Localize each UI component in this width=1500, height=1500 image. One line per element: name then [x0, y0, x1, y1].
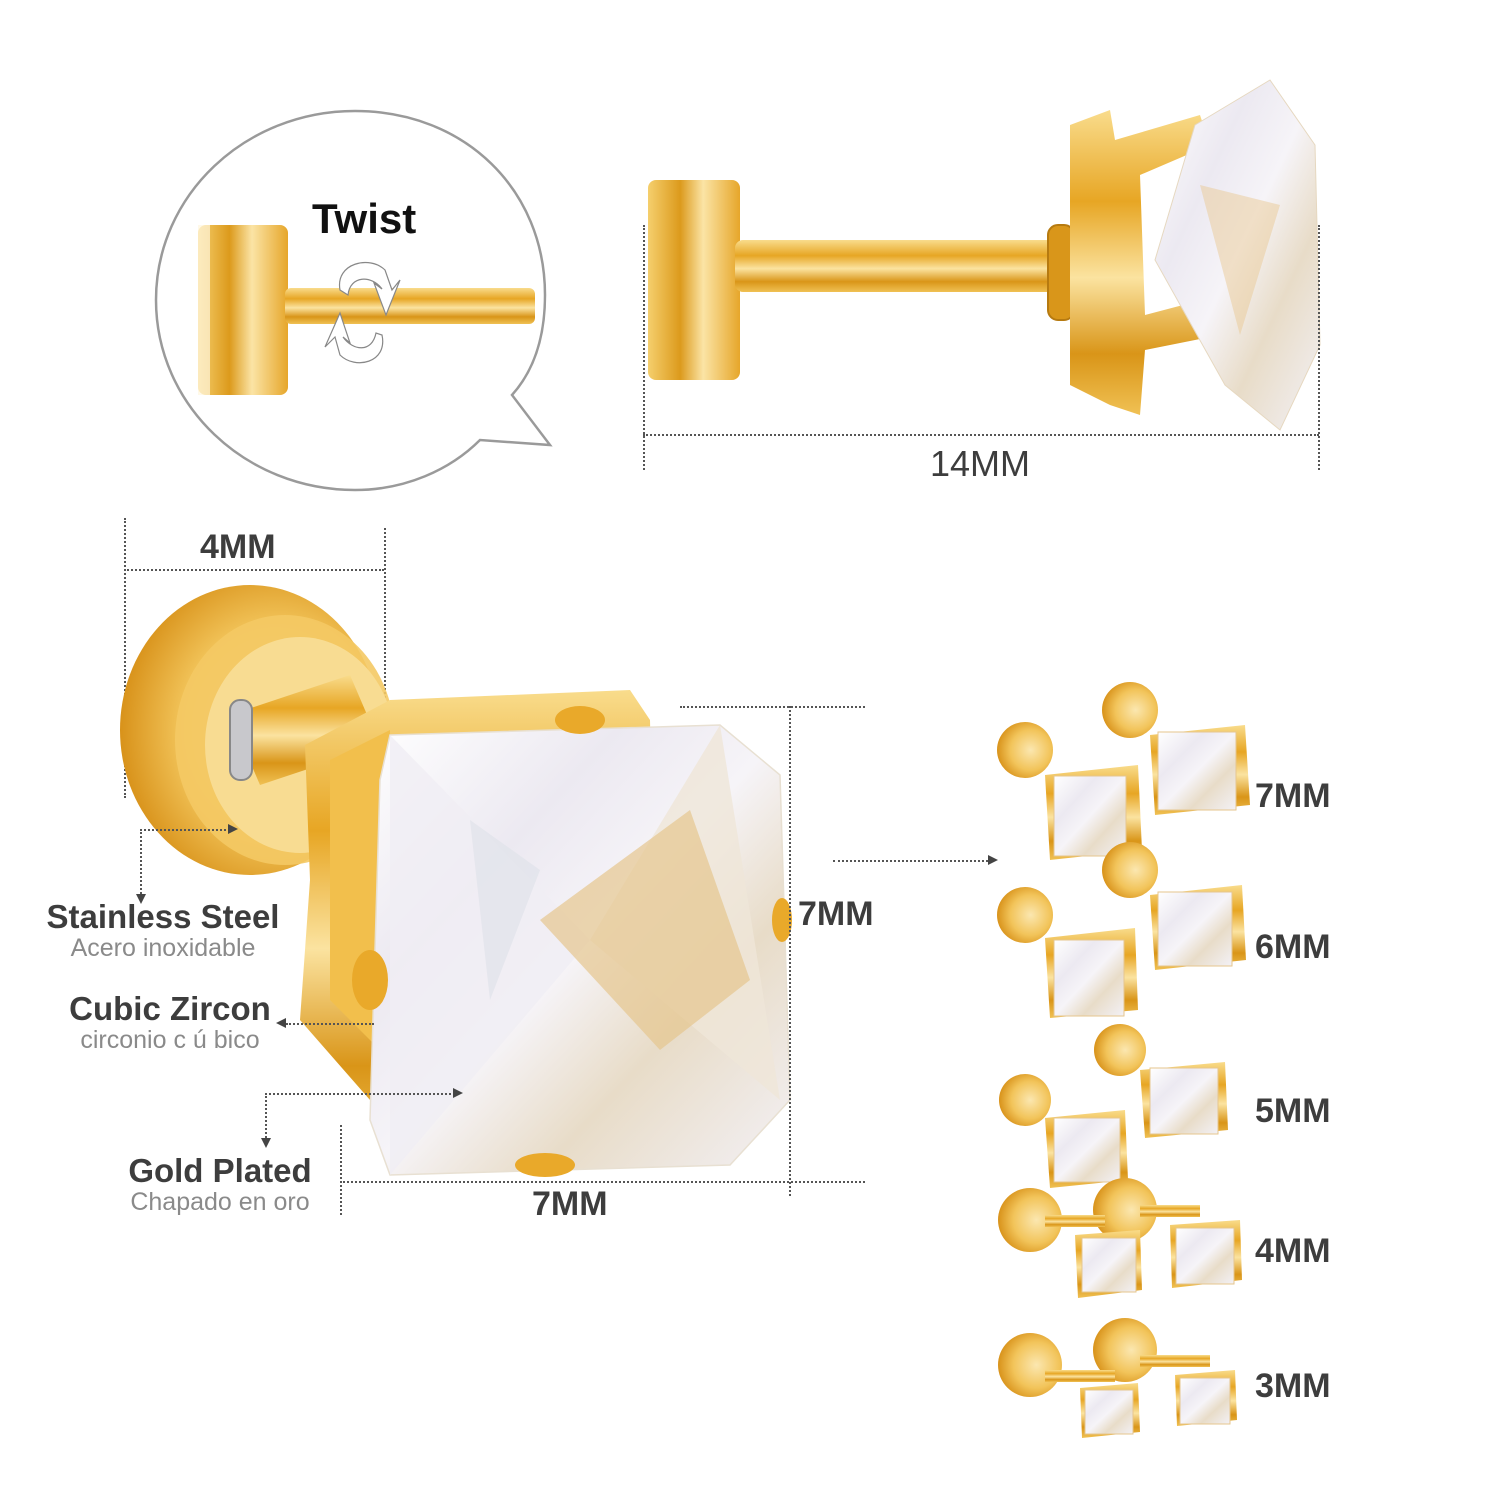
stainless-leader-v: [140, 829, 142, 894]
gold-leader-h: [265, 1093, 455, 1095]
length-label: 14MM: [930, 443, 1031, 484]
callout-cubic-zircon: Cubic Zircon circonio c ú bico: [50, 990, 290, 1055]
size-chart-pointer: [833, 860, 988, 862]
size-label-6mm: 6MM: [1255, 928, 1331, 966]
leader-arrow-icon: [276, 1018, 286, 1028]
stone-width-label: 7MM: [532, 1185, 608, 1223]
size-chart: [990, 682, 1350, 1450]
size-label-7mm: 7MM: [1255, 777, 1331, 815]
earring-back-icon: [198, 225, 535, 395]
stone-width-left-line: [340, 1125, 342, 1215]
size-label-4mm: 4MM: [1255, 1232, 1331, 1270]
callout-title: Cubic Zircon: [69, 990, 271, 1027]
dimension-line-14mm: [643, 434, 1319, 436]
stone-top-line: [680, 706, 865, 708]
leader-arrow-icon: [988, 855, 998, 865]
back-width-label: 4MM: [200, 528, 276, 566]
stone-height-label: 7MM: [798, 895, 874, 933]
earring-side-view-icon: [648, 79, 1321, 431]
callout-subtitle: Acero inoxidable: [70, 934, 256, 962]
leader-arrow-icon: [228, 824, 238, 834]
back-width-line: [124, 569, 384, 571]
earring-detail-icon: [120, 585, 792, 1177]
twist-bubble: Twist: [150, 105, 570, 500]
stone-height-line: [789, 706, 791, 1196]
leader-arrow-icon: [136, 894, 146, 904]
callout-title: Stainless Steel: [46, 898, 280, 935]
dimension-line-right: [1318, 225, 1320, 470]
detail-earring: [70, 580, 830, 1200]
size-label-3mm: 3MM: [1255, 1367, 1331, 1405]
zircon-leader: [286, 1023, 374, 1025]
callout-subtitle: Chapado en oro: [130, 1188, 310, 1216]
stainless-leader-h: [140, 829, 230, 831]
dimension-line-left: [643, 225, 645, 470]
stone-bottom-line: [340, 1181, 865, 1183]
size-label-5mm: 5MM: [1255, 1092, 1331, 1130]
gold-leader-v: [265, 1093, 267, 1138]
callout-gold-plated: Gold Plated Chapado en oro: [100, 1152, 340, 1217]
twist-label: Twist: [312, 195, 417, 242]
callout-subtitle: circonio c ú bico: [80, 1026, 260, 1054]
callout-stainless-steel: Stainless Steel Acero inoxidable: [38, 898, 288, 963]
back-width-right-line: [384, 528, 386, 718]
rotate-arrow-icon: [324, 262, 401, 364]
earring-pair-7mm-icon: [997, 682, 1250, 1438]
callout-title: Gold Plated: [128, 1152, 312, 1189]
leader-arrow-icon: [453, 1088, 463, 1098]
side-view-earring: [640, 79, 1340, 485]
leader-arrow-icon: [261, 1138, 271, 1148]
back-width-left-line: [124, 518, 126, 798]
